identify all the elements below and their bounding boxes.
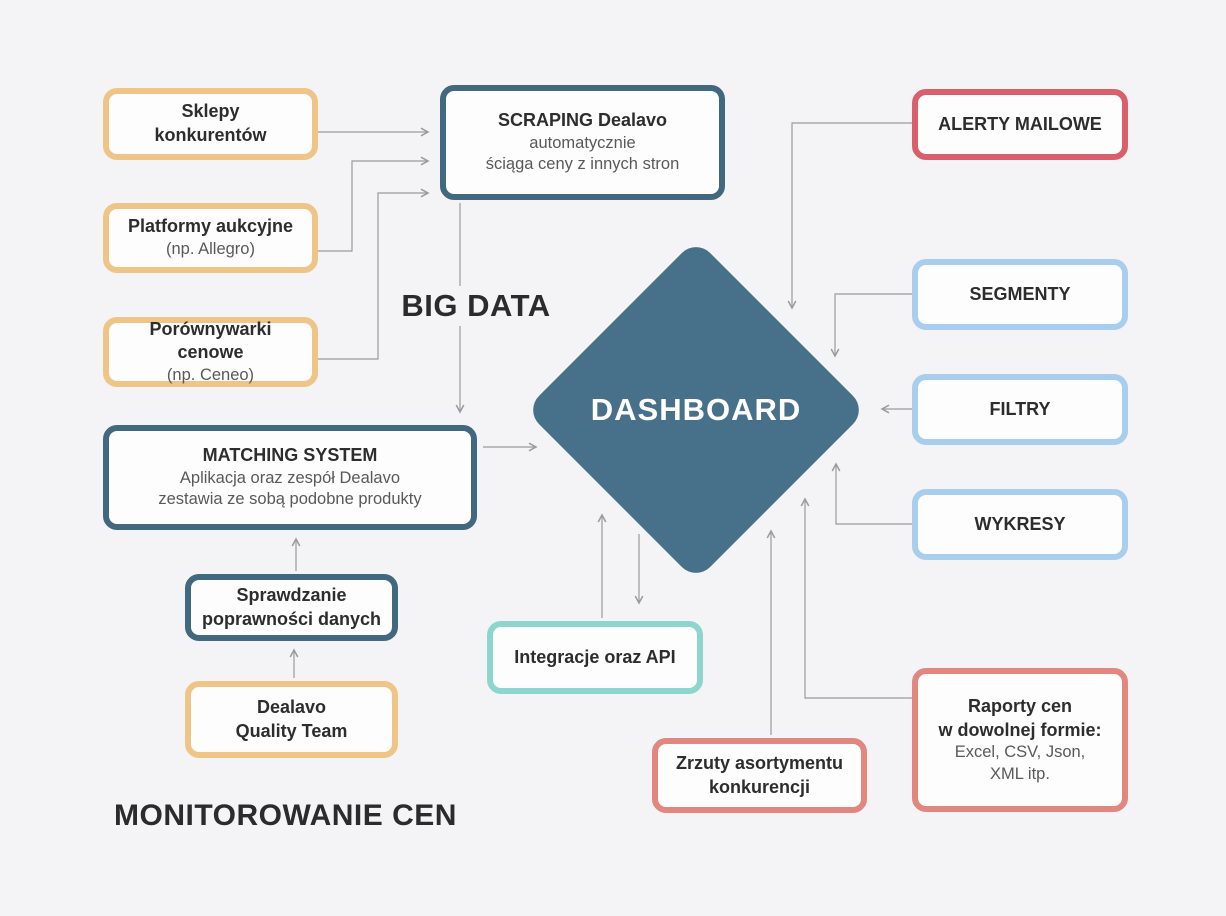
node-zrzuty-asortymentu: Zrzuty asortymentu konkurencji xyxy=(652,738,867,813)
node-dealavo-quality-team: Dealavo Quality Team xyxy=(185,681,398,758)
connector-porownywarki-scraping xyxy=(318,188,430,360)
node-filtry: FILTRY xyxy=(912,374,1128,445)
node-scraping: SCRAPING Dealavo automatycznie ściąga ce… xyxy=(440,85,725,200)
node-porownywarki-sub: (np. Ceneo) xyxy=(166,366,255,385)
node-raporty-sub: Excel, CSV, Json, XML itp. xyxy=(954,743,1086,783)
connector-raporty-dashboard xyxy=(800,497,912,699)
connector-segmenty-dashboard xyxy=(830,293,912,358)
node-platformy-aukcyjne: Platformy aukcyjne (np. Allegro) xyxy=(103,203,318,273)
node-integracje-api: Integracje oraz API xyxy=(487,621,703,694)
node-matching-system: MATCHING SYSTEM Aplikacja oraz zespół De… xyxy=(103,425,477,530)
node-porownywarki-cenowe: Porównywarki cenowe (np. Ceneo) xyxy=(103,317,318,387)
node-platformy-label: Platformy aukcyjne xyxy=(127,216,294,237)
node-filtry-label: FILTRY xyxy=(989,398,1051,419)
big-data-label: BIG DATA xyxy=(398,286,554,326)
node-alerty-mailowe: ALERTY MAILOWE xyxy=(912,89,1128,160)
connector-wykresy-dashboard xyxy=(831,462,912,525)
node-sklepy-konkurentow: Sklepy konkurentów xyxy=(103,88,318,160)
node-alerty-label: ALERTY MAILOWE xyxy=(938,113,1102,134)
node-scraping-label: SCRAPING Dealavo xyxy=(497,110,668,131)
node-sprawdzanie-label: Sprawdzanie poprawności danych xyxy=(201,584,382,629)
node-segmenty: SEGMENTY xyxy=(912,259,1128,330)
node-sklepy-label: Sklepy konkurentów xyxy=(154,101,267,145)
dashboard-label: DASHBOARD xyxy=(590,392,802,427)
node-sprawdzanie-poprawnosci: Sprawdzanie poprawności danych xyxy=(185,574,398,641)
node-scraping-sub: automatycznie ściąga ceny z innych stron xyxy=(485,133,680,174)
node-platformy-sub: (np. Allegro) xyxy=(166,240,255,259)
node-raporty-cen: Raporty cen w dowolnej formie: Excel, CS… xyxy=(912,668,1128,812)
node-integracje-label: Integracje oraz API xyxy=(514,646,676,667)
page-title: MONITOROWANIE CEN xyxy=(114,799,457,832)
node-wykresy-label: WYKRESY xyxy=(974,513,1066,534)
dashboard-diamond: DASHBOARD xyxy=(524,238,868,582)
node-raporty-label: Raporty cen w dowolnej formie: xyxy=(938,695,1102,740)
node-wykresy: WYKRESY xyxy=(912,489,1128,560)
node-porownywarki-label: Porównywarki cenowe xyxy=(149,318,272,363)
node-dealavo-team-label: Dealavo Quality Team xyxy=(235,696,348,741)
connector-alerty-dashboard xyxy=(787,122,912,310)
node-segmenty-label: SEGMENTY xyxy=(969,283,1071,304)
node-matching-label: MATCHING SYSTEM xyxy=(202,445,378,466)
node-matching-sub: Aplikacja oraz zespół Dealavo zestawia z… xyxy=(158,468,422,509)
connector-platformy-scraping xyxy=(318,156,430,252)
node-zrzuty-label: Zrzuty asortymentu konkurencji xyxy=(675,752,844,797)
